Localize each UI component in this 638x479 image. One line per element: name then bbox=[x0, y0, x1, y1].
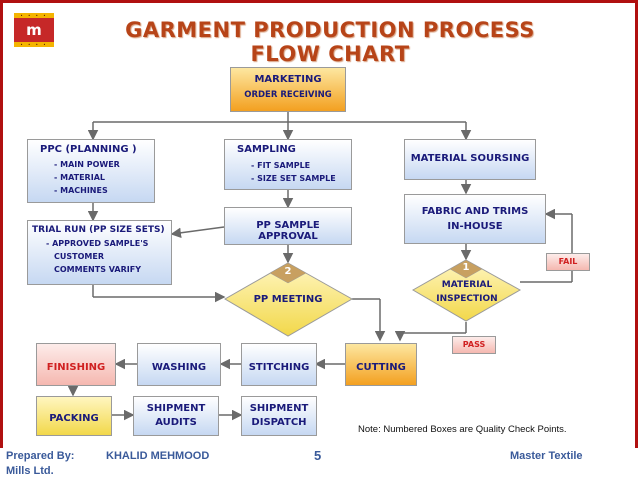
trial-run-title: TRIAL RUN (PP SIZE SETS) bbox=[32, 225, 165, 235]
footer-page-number: 5 bbox=[314, 448, 322, 463]
fabric-trims-box: FABRIC AND TRIMS IN-HOUSE bbox=[404, 194, 546, 244]
company-logo: • • • • m • • • • bbox=[14, 13, 54, 47]
cutting-box: CUTTING bbox=[345, 343, 417, 386]
marketing-box: MARKETING ORDER RECEIVING bbox=[230, 67, 346, 112]
flow-connectors bbox=[67, 112, 573, 421]
quality-note: Note: Numbered Boxes are Quality Check P… bbox=[358, 424, 567, 435]
pp-sample-approval-title: PP SAMPLE APPROVAL bbox=[256, 220, 320, 242]
chart-title: GARMENT PRODUCTION PROCESS FLOW CHART bbox=[125, 18, 535, 66]
material-inspection-line1: MATERIAL bbox=[441, 280, 493, 290]
marketing-title: MARKETING bbox=[254, 74, 322, 85]
stitching-title: STITCHING bbox=[248, 362, 310, 373]
packing-box: PACKING bbox=[36, 396, 112, 436]
finishing-title: FINISHING bbox=[46, 362, 106, 373]
pp-meeting-number: 2 bbox=[284, 266, 292, 277]
footer-company-cont: Mills Ltd. bbox=[6, 465, 54, 477]
ppc-item: - MACHINES bbox=[54, 186, 108, 195]
pp-meeting-title: PP MEETING bbox=[253, 294, 323, 305]
trial-run-item: - APPROVED SAMPLE'S bbox=[46, 239, 149, 248]
footer-company: Master Textile bbox=[510, 450, 583, 462]
finishing-box: FINISHING bbox=[36, 343, 116, 386]
footer-prepared: Prepared By: bbox=[6, 450, 75, 462]
shipment-dispatch-line2: DISPATCH bbox=[251, 417, 307, 428]
sampling-box: SAMPLING - FIT SAMPLE - SIZE SET SAMPLE bbox=[224, 139, 352, 190]
washing-title: WASHING bbox=[151, 362, 207, 373]
stitching-box: STITCHING bbox=[241, 343, 317, 386]
material-inspection-diamond bbox=[412, 259, 522, 322]
material-inspection-number: 1 bbox=[462, 262, 470, 273]
trial-run-box: TRIAL RUN (PP SIZE SETS) - APPROVED SAMP… bbox=[27, 220, 172, 285]
shipment-dispatch-line1: SHIPMENT bbox=[249, 403, 309, 414]
pp-sample-approval-box: PP SAMPLE APPROVAL bbox=[224, 207, 352, 245]
ppc-item: - MAIN POWER bbox=[54, 160, 120, 169]
trial-run-item: CUSTOMER bbox=[54, 252, 104, 261]
fabric-trims-line1: FABRIC AND TRIMS bbox=[421, 206, 529, 217]
material-soursing-title: MATERIAL SOURSING bbox=[410, 153, 530, 164]
ppc-box: PPC (PLANNING ) - MAIN POWER - MATERIAL … bbox=[27, 139, 155, 203]
fabric-trims-line2: IN-HOUSE bbox=[447, 221, 503, 232]
shipment-audits-line1: SHIPMENT bbox=[146, 403, 206, 414]
sampling-item: - FIT SAMPLE bbox=[251, 161, 311, 170]
sampling-title: SAMPLING bbox=[237, 144, 296, 155]
pass-text: PASS bbox=[462, 340, 486, 349]
material-soursing-box: MATERIAL SOURSING bbox=[404, 139, 536, 180]
packing-title: PACKING bbox=[49, 413, 99, 424]
washing-box: WASHING bbox=[137, 343, 221, 386]
trial-run-item: COMMENTS VARIFY bbox=[54, 265, 141, 274]
pp-meeting-diamond bbox=[224, 262, 354, 337]
ppc-title: PPC (PLANNING ) bbox=[40, 144, 137, 155]
shipment-audits-box: SHIPMENT AUDITS bbox=[133, 396, 219, 436]
material-inspection-line2: INSPECTION bbox=[436, 294, 498, 304]
ppc-item: - MATERIAL bbox=[54, 173, 105, 182]
cutting-title: CUTTING bbox=[356, 362, 406, 373]
fail-text: FAIL bbox=[558, 257, 578, 266]
sampling-item: - SIZE SET SAMPLE bbox=[251, 174, 336, 183]
pass-label: PASS bbox=[452, 336, 496, 354]
shipment-dispatch-box: SHIPMENT DISPATCH bbox=[241, 396, 317, 436]
shipment-audits-line2: AUDITS bbox=[155, 417, 197, 428]
fail-label: FAIL bbox=[546, 253, 590, 271]
marketing-sub: ORDER RECEIVING bbox=[244, 90, 332, 100]
footer-author: KHALID MEHMOOD bbox=[106, 450, 210, 462]
